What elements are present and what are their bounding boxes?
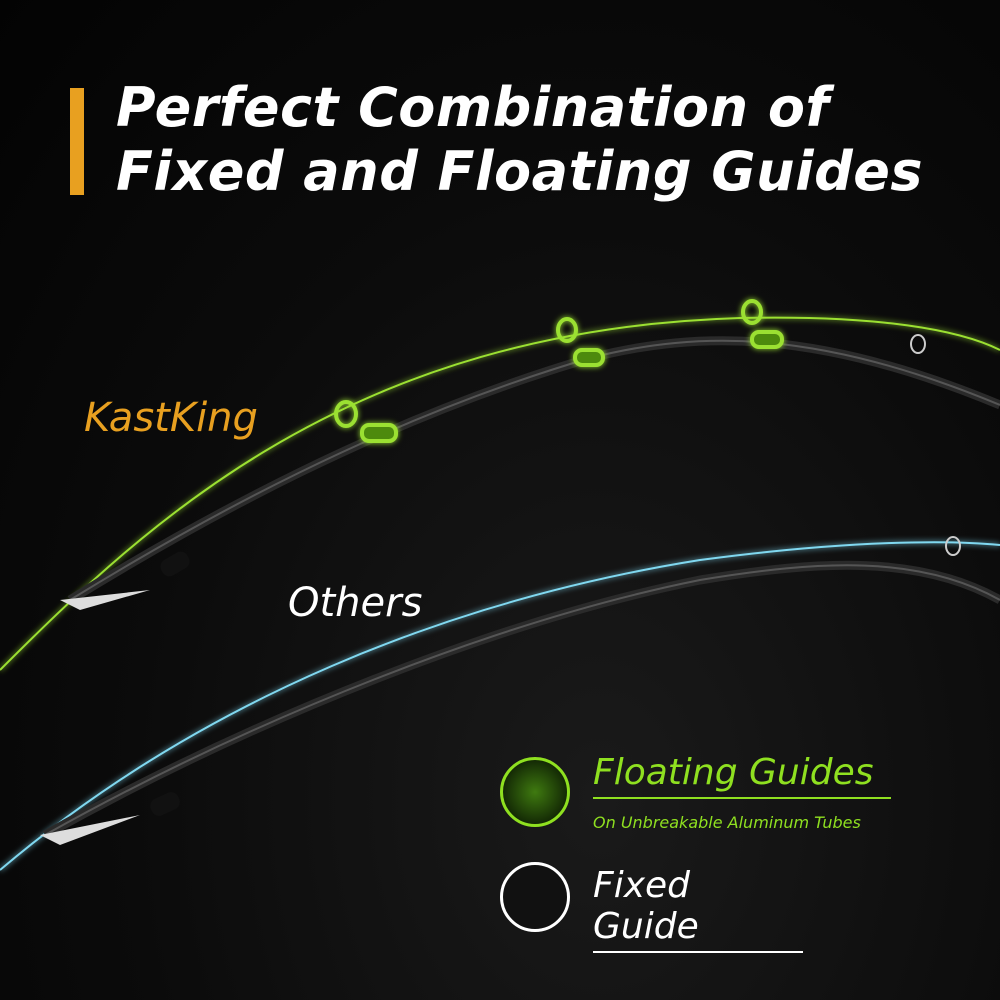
fixed-guide-icon [500,862,570,932]
kastking-label: KastKing [84,395,258,441]
floating-guide-icon [500,757,570,827]
headline-line-1: Perfect Combination of [116,76,830,139]
tip-top-guide [60,590,150,610]
fixed-guide [945,536,961,556]
headline-line-2: Fixed and Floating Guides [116,140,923,203]
fixed-guide-title: Fixed Guide [593,865,803,953]
floating-guide [334,299,784,443]
fixed-guide [910,334,926,354]
floating-guides-title: Floating Guides [593,752,891,799]
kastking-fishing-line [0,316,1000,671]
title-accent-bar [70,88,84,195]
floating-guides-subtitle: On Unbreakable Aluminum Tubes [593,813,861,832]
others-label: Others [288,580,423,626]
others-fishing-line [0,541,1000,871]
